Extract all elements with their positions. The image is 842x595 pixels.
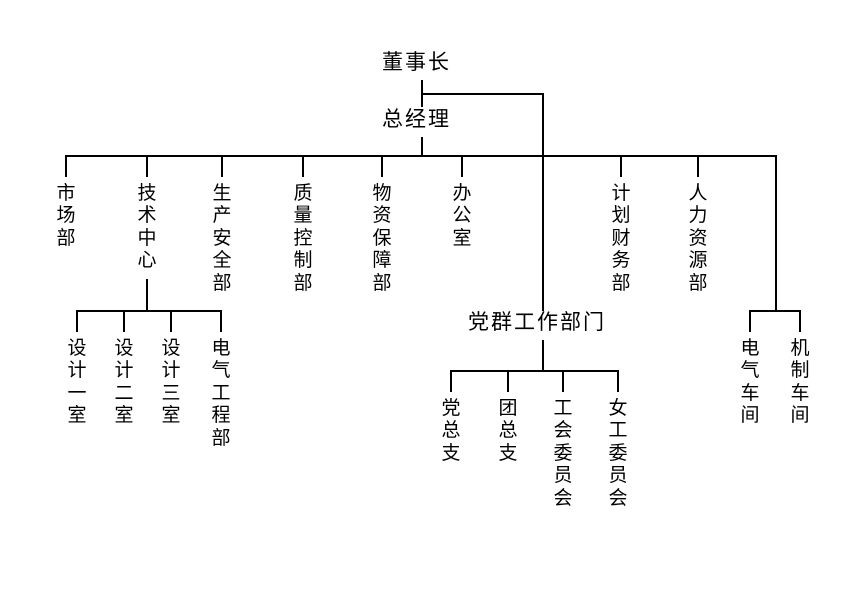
- stem-electrical-workshop: [749, 310, 751, 332]
- node-electrical-engineering-dept: 电气工程部: [210, 337, 232, 449]
- stem-tech-center: [146, 155, 148, 177]
- label-design-room-3: 设计三室: [161, 337, 181, 427]
- general-manager-label: 总经理: [382, 107, 451, 131]
- label-office: 办公室: [452, 182, 472, 249]
- connector-chairman-to-party-group: [542, 93, 544, 311]
- node-party-branch: 党总支: [440, 397, 462, 464]
- workshop-sub-bar: [749, 310, 801, 312]
- stem-production-safety-dept: [221, 155, 223, 177]
- stem-finance-dept: [620, 155, 622, 177]
- node-labor-union-committee: 工会委员会: [552, 397, 574, 509]
- stem-women-workers-committee: [617, 370, 619, 392]
- stem-machining-workshop: [799, 310, 801, 332]
- node-tech-center: 技术中心: [136, 182, 158, 272]
- connector-to-general-manager: [421, 93, 423, 107]
- label-machining-workshop: 机制车间: [790, 337, 810, 427]
- connector-chairman-to-party-branch: [421, 93, 544, 95]
- connector-gm-to-main-bar: [421, 137, 423, 156]
- node-quality-control-dept: 质量控制部: [292, 182, 314, 294]
- node-production-safety-dept: 生产安全部: [211, 182, 233, 294]
- label-party-branch: 党总支: [441, 397, 461, 464]
- party-group-sub-bar: [450, 370, 619, 372]
- node-design-room-2: 设计二室: [113, 337, 135, 427]
- stem-electrical-engineering-dept: [220, 310, 222, 332]
- label-production-safety-dept: 生产安全部: [212, 182, 232, 294]
- connector-tech-center-to-subbar: [146, 279, 148, 311]
- stem-design-room-3: [170, 310, 172, 332]
- node-general-manager: 总经理: [382, 109, 451, 130]
- label-youth-league-branch: 团总支: [498, 397, 518, 464]
- node-youth-league-branch: 团总支: [497, 397, 519, 464]
- label-design-room-2: 设计二室: [114, 337, 134, 427]
- node-design-room-1: 设计一室: [66, 337, 88, 427]
- node-materials-dept: 物资保障部: [371, 182, 393, 294]
- stem-office: [461, 155, 463, 177]
- stem-materials-dept: [381, 155, 383, 177]
- label-design-room-1: 设计一室: [67, 337, 87, 427]
- label-women-workers-committee: 女工委员会: [608, 397, 628, 509]
- node-finance-dept: 计划财务部: [610, 182, 632, 294]
- label-market-dept: 市场部: [56, 182, 76, 249]
- node-chairman: 董事长: [382, 50, 451, 74]
- label-hr-dept: 人力资源部: [688, 182, 708, 294]
- label-tech-center: 技术中心: [137, 182, 157, 272]
- label-labor-union-committee: 工会委员会: [553, 397, 573, 509]
- connector-main-bar-to-workshops: [775, 155, 777, 311]
- connector-chairman-stem: [421, 80, 423, 94]
- stem-market-dept: [65, 155, 67, 177]
- node-women-workers-committee: 女工委员会: [607, 397, 629, 509]
- label-party-group: 党群工作部门: [468, 310, 606, 334]
- label-materials-dept: 物资保障部: [372, 182, 392, 294]
- tech-center-sub-bar: [76, 310, 222, 312]
- node-electrical-workshop: 电气车间: [739, 337, 761, 427]
- node-design-room-3: 设计三室: [160, 337, 182, 427]
- label-electrical-workshop: 电气车间: [740, 337, 760, 427]
- stem-quality-control-dept: [302, 155, 304, 177]
- label-quality-control-dept: 质量控制部: [293, 182, 313, 294]
- node-office: 办公室: [451, 182, 473, 249]
- stem-hr-dept: [697, 155, 699, 177]
- label-finance-dept: 计划财务部: [611, 182, 631, 294]
- node-party-group: 党群工作部门: [468, 312, 606, 333]
- connector-party-group-to-subbar: [542, 340, 544, 371]
- main-branch-bar: [65, 155, 777, 157]
- stem-design-room-1: [76, 310, 78, 332]
- stem-design-room-2: [123, 310, 125, 332]
- node-market-dept: 市场部: [55, 182, 77, 249]
- node-hr-dept: 人力资源部: [687, 182, 709, 294]
- stem-party-branch: [450, 370, 452, 392]
- stem-labor-union-committee: [562, 370, 564, 392]
- node-machining-workshop: 机制车间: [789, 337, 811, 427]
- stem-youth-league-branch: [507, 370, 509, 392]
- label-electrical-engineering-dept: 电气工程部: [211, 337, 231, 449]
